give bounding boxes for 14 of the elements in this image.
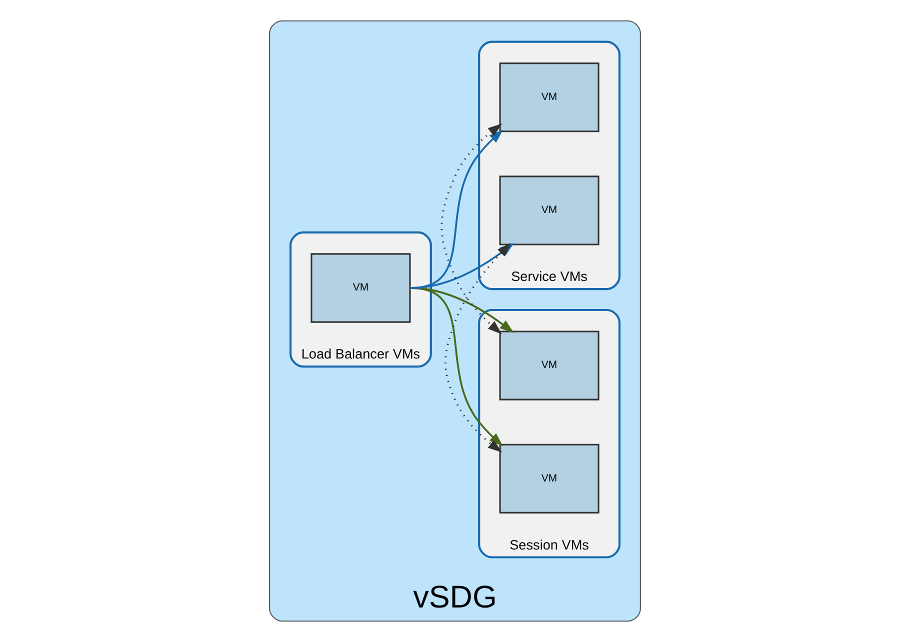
- cluster: [478, 308, 621, 558]
- arrow: [440, 123, 502, 334]
- cluster: [478, 40, 621, 290]
- arrow: [444, 242, 512, 453]
- node-box: VM: [499, 330, 600, 400]
- node-box: VM: [499, 176, 600, 246]
- arrow: [410, 129, 504, 289]
- node-label: Load Balancer VMs: [301, 346, 420, 362]
- node-box: VM: [499, 62, 600, 132]
- node-label: Service VMs: [511, 269, 588, 284]
- node-label: Session VMs: [510, 537, 589, 552]
- node-box: VM: [310, 253, 411, 323]
- node-box: VM: [499, 444, 600, 514]
- cluster: [289, 231, 432, 368]
